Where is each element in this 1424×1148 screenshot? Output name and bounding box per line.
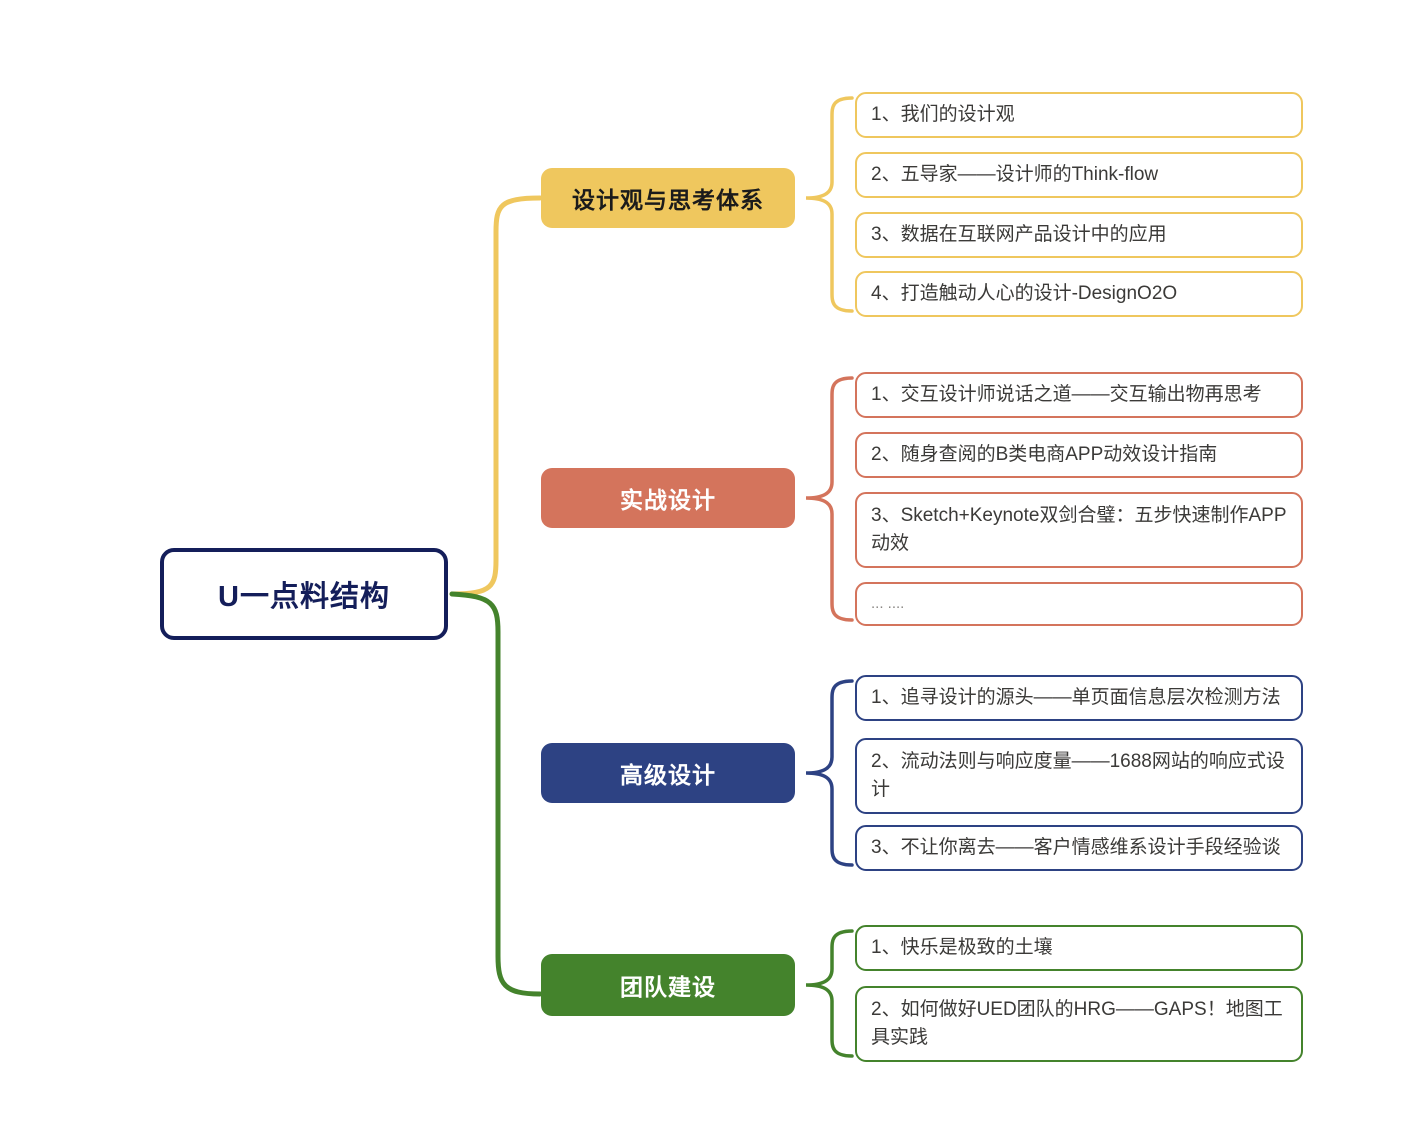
leaf-node-label: 3、Sketch+Keynote双剑合璧：五步快速制作APP动效 — [871, 505, 1287, 554]
branch-node-label: 高级设计 — [620, 762, 716, 788]
connector-curve — [449, 195, 543, 597]
leaf-node[interactable]: 2、流动法则与响应度量——1688网站的响应式设计 — [855, 738, 1303, 814]
root-node[interactable]: U一点料结构 — [160, 548, 448, 640]
leaf-node-label: 1、我们的设计观 — [871, 104, 1015, 125]
leaf-node[interactable]: 2、如何做好UED团队的HRG——GAPS！地图工具实践 — [855, 986, 1303, 1062]
leaf-node[interactable]: 3、不让你离去——客户情感维系设计手段经验谈 — [855, 825, 1303, 871]
connector-curve — [805, 929, 854, 1058]
connector-curve — [805, 96, 854, 313]
leaf-node[interactable]: ... .... — [855, 582, 1303, 626]
branch-node-3[interactable]: 高级设计 — [541, 743, 795, 803]
leaf-node[interactable]: 1、我们的设计观 — [855, 92, 1303, 138]
leaf-node[interactable]: 3、Sketch+Keynote双剑合璧：五步快速制作APP动效 — [855, 492, 1303, 568]
leaf-node[interactable]: 4、打造触动人心的设计-DesignO2O — [855, 271, 1303, 317]
leaf-node-label: ... .... — [871, 595, 905, 612]
connector-curve — [449, 591, 543, 997]
leaf-node-label: 1、追寻设计的源头——单页面信息层次检测方法 — [871, 687, 1281, 708]
branch-node-4[interactable]: 团队建设 — [541, 954, 795, 1016]
root-node-label: U一点料结构 — [218, 581, 390, 613]
leaf-node[interactable]: 1、快乐是极致的土壤 — [855, 925, 1303, 971]
branch-node-label: 团队建设 — [620, 974, 716, 1000]
leaf-node-label: 4、打造触动人心的设计-DesignO2O — [871, 283, 1178, 304]
leaf-node-label: 2、五导家——设计师的Think-flow — [871, 164, 1159, 185]
leaf-node[interactable]: 3、数据在互联网产品设计中的应用 — [855, 212, 1303, 258]
leaf-node-label: 3、不让你离去——客户情感维系设计手段经验谈 — [871, 837, 1281, 858]
leaf-node-label: 2、如何做好UED团队的HRG——GAPS！地图工具实践 — [871, 999, 1283, 1048]
connector-curve — [805, 376, 854, 622]
branch-node-1[interactable]: 设计观与思考体系 — [541, 168, 795, 228]
leaf-node[interactable]: 2、五导家——设计师的Think-flow — [855, 152, 1303, 198]
leaf-node-label: 3、数据在互联网产品设计中的应用 — [871, 224, 1167, 245]
leaf-node-label: 2、流动法则与响应度量——1688网站的响应式设计 — [871, 751, 1285, 800]
branch-node-2[interactable]: 实战设计 — [541, 468, 795, 528]
leaf-node-label: 2、随身查阅的B类电商APP动效设计指南 — [871, 444, 1218, 465]
leaf-node[interactable]: 2、随身查阅的B类电商APP动效设计指南 — [855, 432, 1303, 478]
leaf-node-label: 1、快乐是极致的土壤 — [871, 937, 1053, 958]
leaf-node[interactable]: 1、追寻设计的源头——单页面信息层次检测方法 — [855, 675, 1303, 721]
branch-node-label: 实战设计 — [620, 487, 716, 513]
branch-node-label: 设计观与思考体系 — [572, 187, 764, 213]
leaf-node-label: 1、交互设计师说话之道——交互输出物再思考 — [871, 384, 1262, 405]
connector-curve — [805, 679, 854, 867]
leaf-node[interactable]: 1、交互设计师说话之道——交互输出物再思考 — [855, 372, 1303, 418]
